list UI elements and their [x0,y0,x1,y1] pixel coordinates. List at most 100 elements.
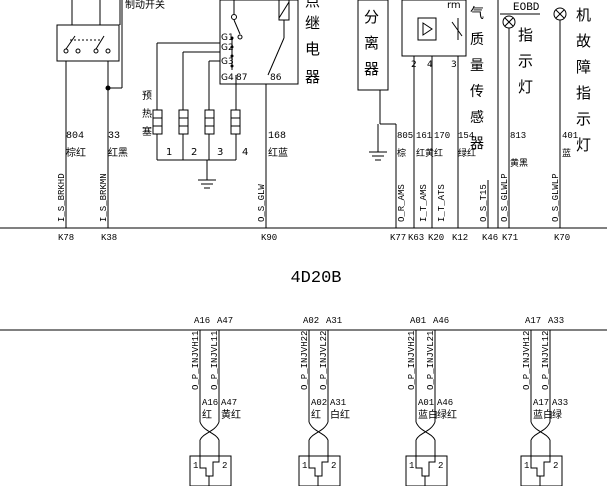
injector-pin-b: A31 [326,316,342,326]
injector-box [298,455,341,486]
wire-signal: I_S_BRKHD [57,173,67,222]
wire-signal: O_S_GLWLP [500,173,510,222]
glow-plug-label-char1: 预 [142,90,152,102]
wire-connector: K77 [390,233,406,243]
relay-label-char4: 器 [305,68,320,86]
fault-char5: 示 [576,110,591,128]
injector-coil-pin-2: 2 [438,461,443,471]
relay-pin-g2: G2 [221,43,234,53]
twisted-pair-a [199,421,220,441]
wire-color: 红 [434,147,443,159]
injector-coil [530,456,551,477]
injector-color-a: 蓝白 [533,408,553,421]
injector-pin-a-lower: A01 [418,398,434,408]
relay-label-char1: 点 [305,0,320,10]
eobd-char3: 灯 [518,78,533,96]
glow-pin-3: 3 [217,147,223,158]
relay-pin-g1: G1 [221,33,234,43]
injector-coil-pin-2: 2 [222,461,227,471]
injector-signal-a: O_P_INJVH22 [300,331,310,390]
wire-num: 154 [458,131,474,141]
fault-char2: 故 [576,32,591,50]
fault-char3: 障 [576,58,591,76]
twisted-pair-b [199,421,220,441]
wire-color: 蓝 [562,147,571,159]
injector-signal-a: O_P_INJVH21 [407,331,417,390]
injector-coil-pin-1: 1 [302,461,307,471]
wire-connector: K70 [554,233,570,243]
injector-pin-a: A17 [525,316,541,326]
glow-plugs: 预 热 塞 1 2 3 4 [142,42,248,189]
separator: 分 离 器 [357,0,397,228]
wire-connector: K63 [408,233,424,243]
eobd-char2: 示 [518,52,533,70]
injector-pin-a-lower: A17 [533,398,549,408]
wire-color: 棕红 [66,146,86,159]
separator-char1: 分 [364,8,379,26]
injector-pin-b-lower: A46 [437,398,453,408]
ecu-title: 4D20B [290,269,341,288]
wire-signal: O_S_T15 [479,184,489,222]
fault-char6: 灯 [576,136,591,154]
injector-color-b: 绿红 [437,408,457,421]
injector-pin-b-lower: A31 [330,398,346,408]
fault-char1: 机 [576,6,591,24]
fault-char4: 指 [576,84,591,102]
injector-pin-b-lower: A47 [221,398,237,408]
separator-char2: 离 [364,34,379,52]
sensor-char6: 器 [470,136,484,152]
separator-char3: 器 [364,60,379,78]
glow-plug-label-char2: 热 [142,107,152,120]
wire-color: 绿红 [458,147,476,159]
wire-signal: O_R_AMS [397,184,407,222]
glow-relay: G1 G2 G3 G4 87 86 点 继 电 器 [219,0,320,86]
injector-color-a: 红 [311,408,321,421]
injector-coil-pin-1: 1 [524,461,529,471]
wire-connector: K71 [502,233,518,243]
injector-coil-pin-1: 1 [193,461,198,471]
wire-num: 170 [434,131,450,141]
injector-pin-a: A16 [194,316,210,326]
glow-plug-label-char3: 塞 [142,125,152,138]
injector-signal-a: O_P_INJVH12 [522,331,532,390]
wire-connector: K20 [428,233,444,243]
twisted-pair-a [308,421,329,441]
injector-box [405,455,448,486]
eobd-char1: 指 [518,26,533,44]
brake-switch: 制动开关 [56,0,165,62]
wire-connector: K46 [482,233,498,243]
wire-num: 804 [66,131,84,142]
sensor-char2: 质 [470,32,484,48]
twisted-pair-b [530,421,551,441]
wire-num: 805 [397,131,413,141]
twisted-pair-b [308,421,329,441]
sensor-pin-3: 3 [451,60,457,70]
sensor-pin-4: 4 [427,60,433,70]
injector-signal-a: O_P_INJVH11 [191,331,201,390]
wire-color: 棕 [397,147,406,159]
injector-coil-pin-1: 1 [409,461,414,471]
wire-signal: O_S_GLW [257,184,267,222]
injector-signal-b: O_P_INJVL21 [426,331,436,390]
injector-pin-a-lower: A02 [311,398,327,408]
wire-color: 黄黑 [510,157,528,169]
twisted-pair-a [530,421,551,441]
sensor-char4: 传 [470,84,484,100]
injector-pin-b-lower: A33 [552,398,568,408]
wire-signal: I_T_AMS [419,184,429,222]
injector-coil [199,456,220,477]
wire-connector: K90 [261,233,277,243]
wire-signal: I_S_BRKMN [99,173,109,222]
injector-box [520,455,563,486]
injector-pin-b: A47 [217,316,233,326]
relay-pin-g4: G4 [221,73,234,83]
brake-switch-label: 制动开关 [125,0,165,11]
wire-num: 161 [416,131,432,141]
injector-color-b: 白红 [330,408,350,421]
wire-connector: K78 [58,233,74,243]
injector-color-a: 蓝白 [418,408,438,421]
